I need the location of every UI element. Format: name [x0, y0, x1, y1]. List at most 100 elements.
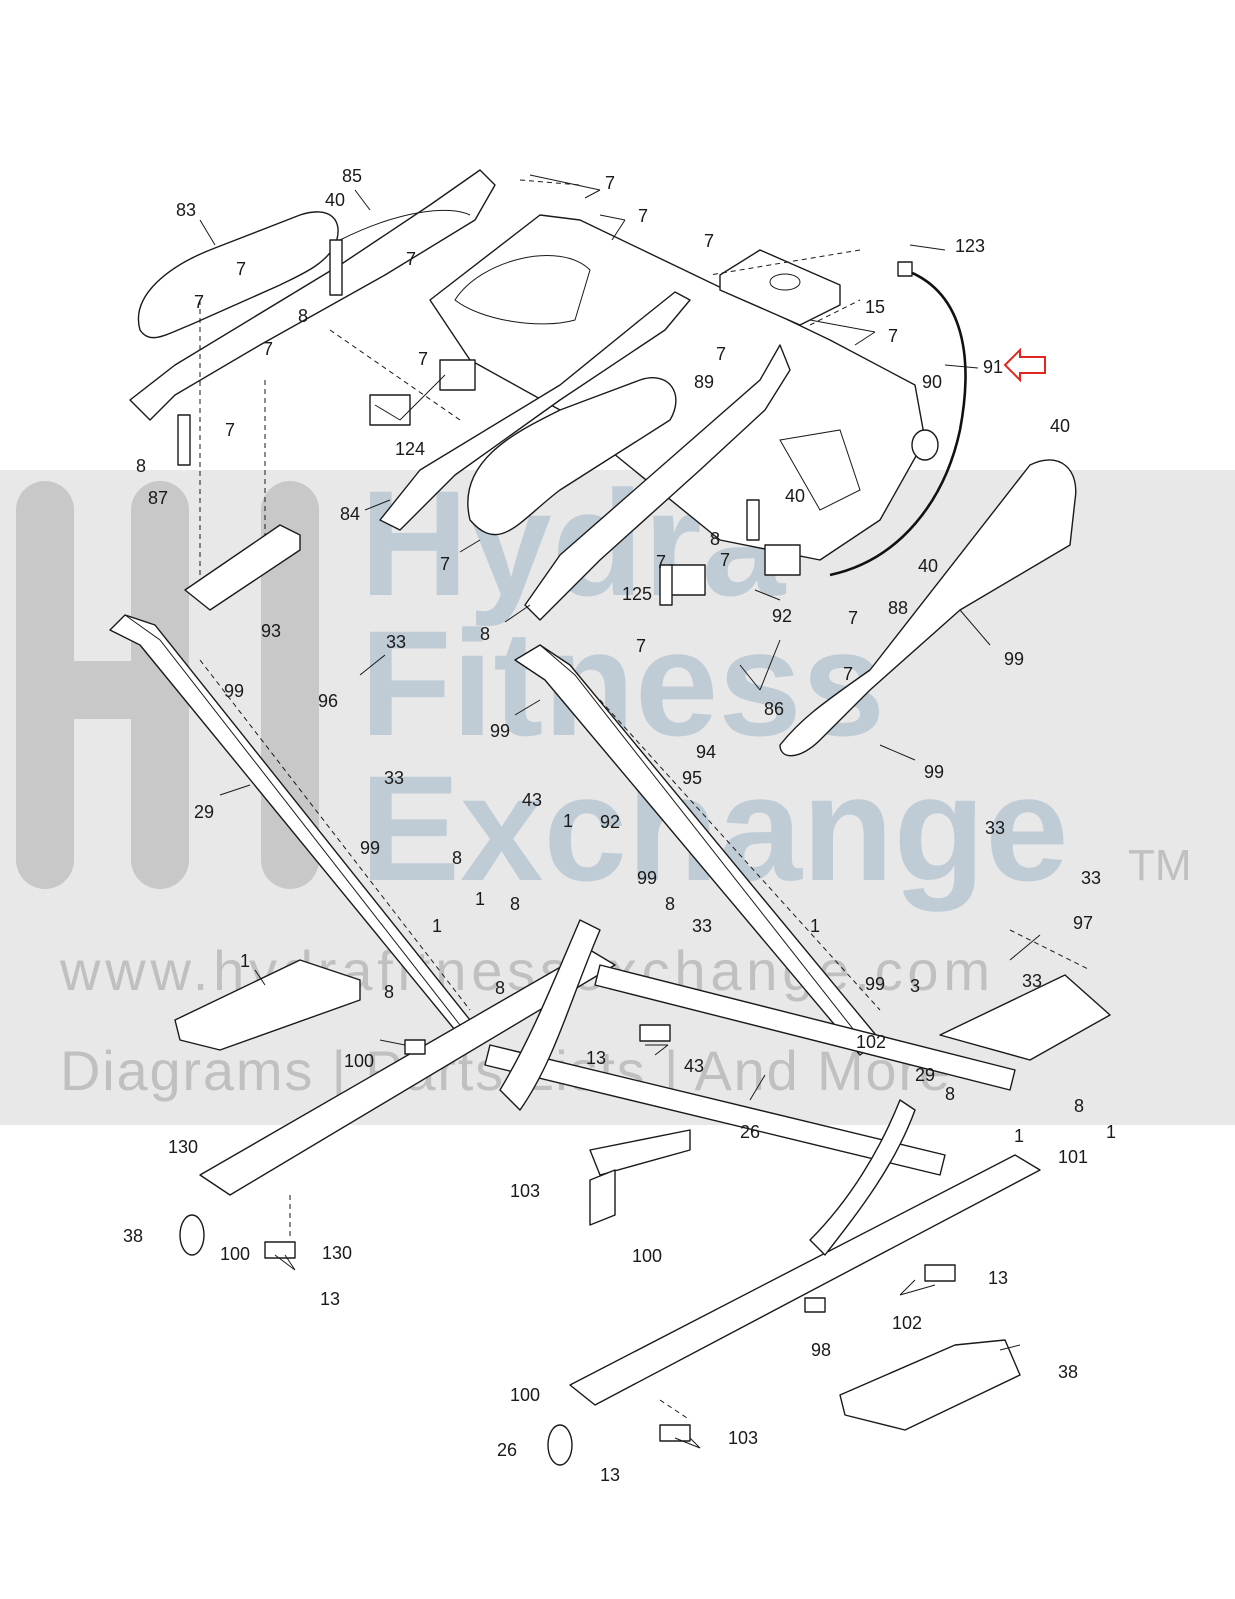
part-102-label-b [804, 1297, 826, 1313]
callout-7: 7 [406, 249, 416, 269]
part-101-center-beam [589, 1129, 691, 1176]
callout-40: 8 [136, 456, 146, 476]
part-103-wheel-a [179, 1214, 205, 1256]
callout-8: 87 [148, 488, 168, 508]
callout-7: 7 [656, 552, 666, 572]
part-101-crossbar-mid [594, 964, 1016, 1091]
callout-43: 1 [563, 811, 573, 831]
leader-lines [199, 174, 1041, 1449]
callout-1: 8 [665, 894, 675, 914]
callout-7: 7 [263, 339, 273, 359]
callout-3: 33 [1022, 971, 1042, 991]
callout-29: 8 [945, 1084, 955, 1104]
watermark-line3: Exchange [360, 744, 1069, 912]
callout-33: 1 [432, 916, 442, 936]
callout-33: 95 [682, 768, 702, 788]
watermark-tm: TM [1128, 841, 1192, 890]
callout-7: 7 [843, 664, 853, 684]
callout-8: 7 [636, 636, 646, 656]
callout-40: 8 [710, 529, 720, 549]
part-98-shroud [839, 1339, 1021, 1431]
callout-94: 99 [924, 762, 944, 782]
callout-7: 7 [194, 292, 204, 312]
callout-93: 33 [386, 632, 406, 652]
callout-125: 92 [772, 606, 792, 626]
part-87-89-cover [379, 291, 691, 531]
callout-8: 33 [692, 916, 712, 936]
callout-130: 103 [510, 1181, 540, 1201]
callout-1: 1 [1106, 1122, 1116, 1142]
callout-13: 13 [320, 1289, 340, 1309]
callout-103: 26 [497, 1440, 517, 1460]
callout-99: 33 [384, 768, 404, 788]
part-124-bracket-b [439, 359, 476, 391]
upper-shroud-assembly [129, 169, 1077, 757]
callout-33: 102 [856, 1032, 886, 1052]
part-125-bracket-a [669, 564, 706, 596]
part-85-shroud [129, 169, 496, 421]
callout-labels: 85 83 40 7 7 7 7 7 7 123 15 7 8 7 7 7 91… [123, 166, 1116, 1485]
callout-7: 86 [764, 699, 784, 719]
callout-7: 7 [888, 326, 898, 346]
callout-99: 8 [452, 848, 462, 868]
callout-89: 89 [694, 372, 714, 392]
callout-26: 130 [168, 1137, 198, 1157]
callout-7: 40 [918, 556, 938, 576]
callout-8: 99 [865, 974, 885, 994]
callout-1: 101 [1058, 1147, 1088, 1167]
callout-7: 7 [638, 206, 648, 226]
callout-13: 43 [684, 1056, 704, 1076]
watermark-logo-icon [16, 481, 319, 889]
callout-33: 99 [224, 681, 244, 701]
callout-40: 40 [325, 190, 345, 210]
left-base-rail [199, 949, 616, 1196]
callout-33: 99 [360, 838, 380, 858]
callout-43: 29 [915, 1065, 935, 1085]
callout-102: 98 [811, 1340, 831, 1360]
part-94-plate [939, 974, 1111, 1061]
callout-8: 7 [720, 550, 730, 570]
callout-15: 15 [865, 297, 885, 317]
callout-40: 125 [622, 584, 652, 604]
callout-84: 7 [440, 554, 450, 574]
part-88-rail [524, 344, 791, 621]
callout-1: 33 [1081, 868, 1101, 888]
highlight-arrow-icon [1003, 347, 1046, 383]
part-84-cover [467, 377, 677, 536]
callout-7: 7 [704, 231, 714, 251]
part-130-bracket [589, 1169, 616, 1226]
part-100-foot-b [264, 1241, 296, 1259]
callout-99: 96 [318, 691, 338, 711]
callout-13: 102 [892, 1313, 922, 1333]
part-102-label-a [404, 1039, 426, 1055]
callout-38: 100 [220, 1244, 250, 1264]
part-91-cable [829, 268, 967, 577]
callout-8: 99 [637, 868, 657, 888]
callout-92: 7 [848, 608, 858, 628]
right-incline-arch [809, 1099, 916, 1256]
part-83-cover [137, 211, 339, 339]
callout-85: 85 [342, 166, 362, 186]
callout-8: 8 [1074, 1096, 1084, 1116]
callout-100: 13 [586, 1048, 606, 1068]
part-100-foot-c [924, 1264, 956, 1282]
part-97-shroud [174, 959, 361, 1051]
callout-8: 97 [1073, 913, 1093, 933]
part-100-foot-a [639, 1024, 671, 1042]
callout-1: 8 [510, 894, 520, 914]
callout-7: 40 [1050, 416, 1070, 436]
right-base-rail [569, 1154, 1041, 1406]
callout-7: 7 [236, 259, 246, 279]
callout-99: 94 [696, 742, 716, 762]
callout-102: 100 [344, 1051, 374, 1071]
callout-99: 3 [910, 976, 920, 996]
callout-7: 7 [418, 349, 428, 369]
callout-86: 99 [1004, 649, 1024, 669]
callout-101: 26 [740, 1122, 760, 1142]
frame-assembly [109, 524, 1111, 1466]
callout-130: 100 [632, 1246, 662, 1266]
callout-88: 8 [480, 624, 490, 644]
callout-103: 38 [123, 1226, 143, 1246]
callout-96: 99 [490, 721, 510, 741]
